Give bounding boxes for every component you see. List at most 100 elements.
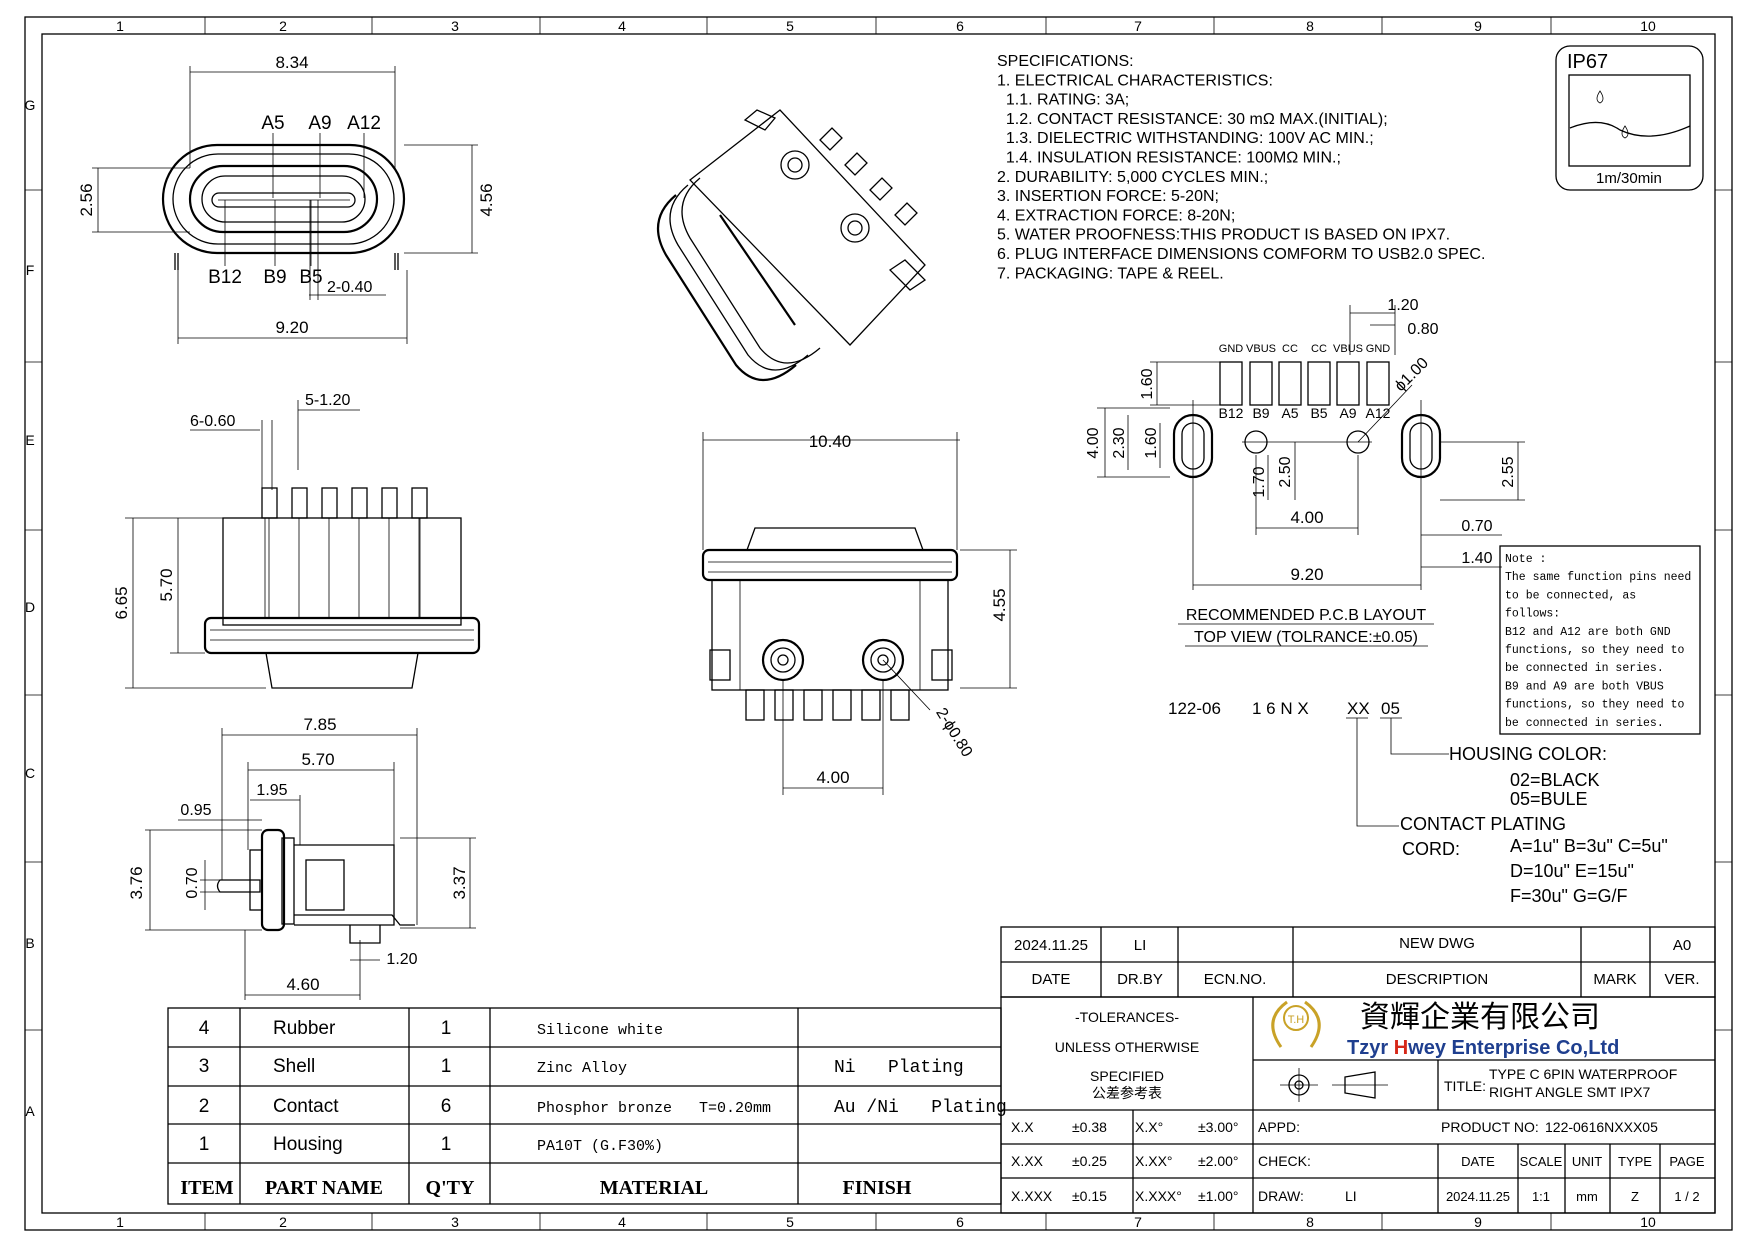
contact-pin	[745, 689, 765, 721]
zone-row-label: B	[25, 935, 34, 951]
housing-title: HOUSING COLOR:	[1449, 744, 1607, 764]
pad-pin-label: B5	[1310, 405, 1327, 421]
contact-pin	[261, 487, 278, 519]
dim-total-height: 6.65	[112, 586, 131, 619]
note-line: be connected in series.	[1505, 662, 1664, 675]
dim-pcb-400h: 4.00	[1290, 508, 1323, 527]
pin-label: A5	[261, 113, 284, 134]
note-line: The same function pins need	[1505, 571, 1691, 584]
rev-drby: LI	[1134, 937, 1147, 954]
bom-part-name: Rubber	[273, 1018, 336, 1039]
dim-width-bottom: 9.20	[275, 318, 308, 337]
spec-line: 2. DURABILITY: 5,000 CYCLES MIN.;	[997, 169, 1268, 186]
bom-part-name: Housing	[273, 1134, 343, 1155]
bom-finish: Au /Ni Plating	[834, 1098, 1007, 1118]
dim-rear-spacing: 4.00	[816, 768, 849, 787]
pad-pin-label: A5	[1281, 405, 1298, 421]
spec-line: 1.2. CONTACT RESISTANCE: 30 mΩ MAX.(INIT…	[997, 111, 1388, 128]
dim-side-b2: 1.20	[386, 951, 417, 968]
zone-row-label: F	[26, 262, 35, 278]
title-block-header: SCALE	[1520, 1154, 1563, 1169]
zone-column-label: 4	[618, 1214, 626, 1230]
rev-header-ecn: ECN.NO.	[1204, 971, 1267, 988]
pin-label: B9	[263, 267, 286, 288]
company-logo: T.H	[1271, 1000, 1321, 1048]
top-view: 6.65 5.70 6-0.60 5-1.20	[112, 392, 481, 689]
dim-pcb-255: 2.55	[1500, 456, 1517, 487]
note-box: Note : The same function pins need to be c…	[1499, 545, 1701, 735]
zone-column-label: 4	[618, 18, 626, 34]
note-line: to be connected, as	[1505, 589, 1636, 602]
contact-pin	[351, 487, 368, 519]
bom-qty: 1	[441, 1056, 452, 1077]
dim-side-w1: 7.85	[303, 715, 336, 734]
contact-pin	[291, 487, 308, 519]
dim-pcb-170: 1.70	[1251, 466, 1268, 497]
title-block-value: Z	[1631, 1189, 1639, 1204]
dim-pcb-140: 1.40	[1461, 550, 1492, 567]
dim-side-h3: 3.37	[450, 866, 469, 899]
dim-side-h1: 3.76	[127, 866, 146, 899]
dim-side-w3: 1.95	[256, 782, 287, 799]
tolerance-value: ±0.25	[1072, 1153, 1107, 1169]
zone-column-label: 9	[1474, 1214, 1482, 1230]
title-block-value: mm	[1576, 1189, 1598, 1204]
note-line: Note :	[1505, 553, 1546, 566]
contact-pin	[832, 689, 852, 721]
contact-pin	[321, 487, 338, 519]
pad-pin-label: B9	[1252, 405, 1269, 421]
zone-column-label: 10	[1640, 1214, 1656, 1230]
dim-pcb-920: 9.20	[1290, 565, 1323, 584]
contact-pin	[890, 689, 910, 721]
plating-label: CORD:	[1402, 839, 1460, 859]
rev-description: NEW DWG	[1399, 935, 1475, 952]
rev-header-ver: VER.	[1664, 971, 1699, 988]
housing-option: 05=BULE	[1510, 789, 1588, 809]
company-name-en: Tzyr Hwey Enterprise Co,Ltd	[1347, 1037, 1619, 1059]
tol-line: UNLESS OTHERWISE	[1055, 1039, 1199, 1055]
dim-pcb-080: 0.80	[1407, 321, 1438, 338]
note-line: functions, so they need to	[1505, 644, 1685, 657]
zone-row-label: D	[25, 599, 35, 615]
revision-block: 2024.11.25 LI NEW DWG A0 DATE DR.BY ECN.…	[1000, 926, 1716, 998]
rev-header-drby: DR.BY	[1117, 971, 1163, 988]
zone-column-label: 5	[786, 1214, 794, 1230]
bom-item: 4	[199, 1018, 210, 1039]
tolerance-value: ±0.38	[1072, 1119, 1107, 1135]
dim-pcb-400v: 4.00	[1085, 427, 1102, 458]
spec-line: 3. INSERTION FORCE: 5-20N;	[997, 188, 1219, 205]
tolerance-value: ±2.00°	[1198, 1153, 1239, 1169]
dim-pitch-b: 5-1.20	[305, 392, 350, 409]
rear-view: 10.40 4.55 2-ϕ0.80 4.00	[701, 432, 1017, 795]
pad-function-label: GND	[1219, 343, 1244, 355]
code-digits: 1 6 N X	[1252, 699, 1309, 718]
title-block-value: 2024.11.25	[1446, 1189, 1510, 1204]
note-line: functions, so they need to	[1505, 699, 1685, 712]
bom-item: 2	[199, 1096, 210, 1117]
plating-option: D=10u" E=15u"	[1510, 861, 1634, 881]
projection-symbol-icon	[1280, 1068, 1388, 1102]
tolerance-value: X.X	[1011, 1119, 1034, 1135]
spec-line: 1. ELECTRICAL CHARACTERISTICS:	[997, 72, 1273, 89]
dim-body-height: 5.70	[157, 568, 176, 601]
zone-column-label: 6	[956, 1214, 964, 1230]
spec-line: 1.4. INSULATION RESISTANCE: 100MΩ MIN.;	[997, 150, 1341, 167]
pad-pin-label: A12	[1366, 405, 1391, 421]
spec-line: 1.3. DIELECTRIC WITHSTANDING: 100V AC MI…	[997, 130, 1374, 147]
zone-column-label: 3	[451, 1214, 459, 1230]
bom-header-finish: FINISH	[843, 1177, 912, 1199]
title-line-2: RIGHT ANGLE SMT IPX7	[1489, 1084, 1651, 1100]
dim-rear-width: 10.40	[809, 432, 852, 451]
pcb-pad	[1249, 361, 1273, 406]
dim-pcb-120: 1.20	[1387, 297, 1418, 314]
appd-label: APPD:	[1258, 1119, 1300, 1135]
spec-line: 5. WATER PROOFNESS:THIS PRODUCT IS BASED…	[997, 227, 1450, 244]
water-drop-icon	[1596, 90, 1604, 104]
dim-rear-holes: 2-ϕ0.80	[932, 705, 975, 760]
title-line-1: TYPE C 6PIN WATERPROOF	[1489, 1066, 1677, 1082]
drawer-name: LI	[1345, 1188, 1357, 1204]
pin-label: B5	[299, 267, 322, 288]
